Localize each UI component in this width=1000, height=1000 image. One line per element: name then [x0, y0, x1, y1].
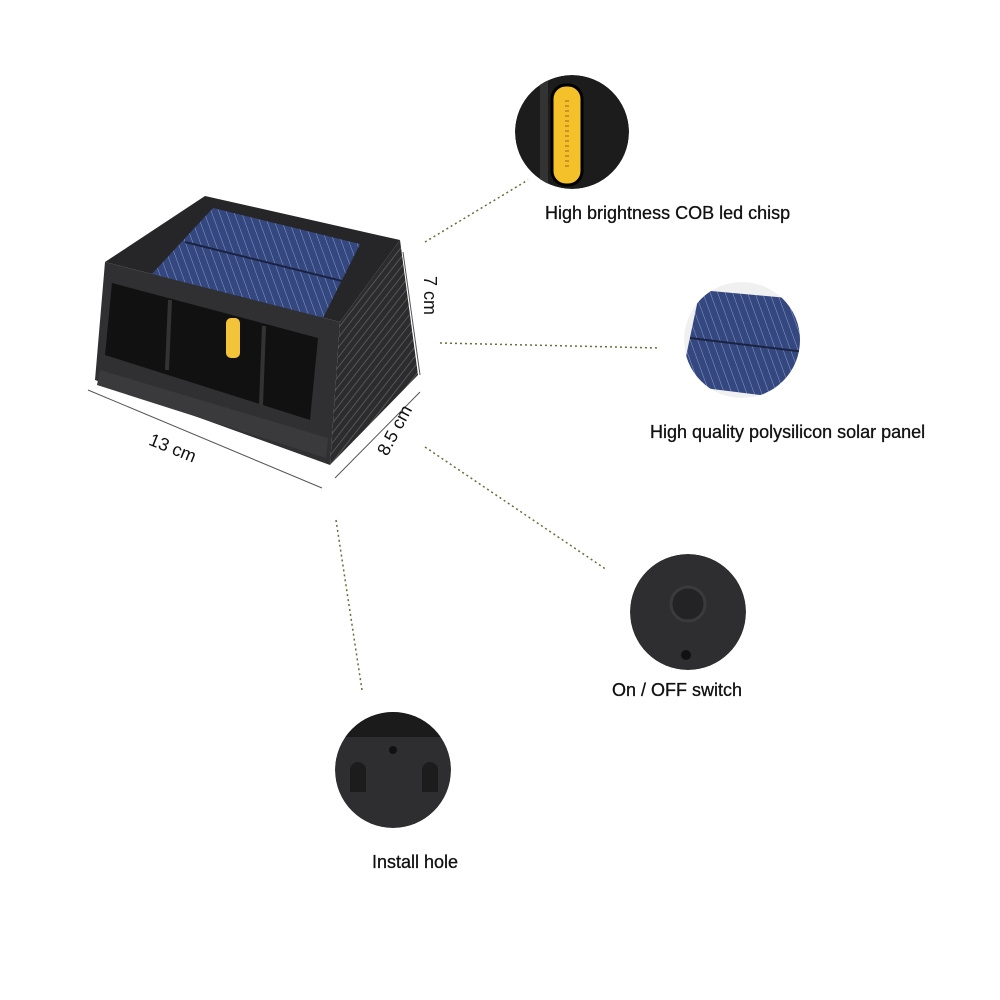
- switch-label: On / OFF switch: [612, 680, 743, 700]
- solar-wall-lamp: [95, 196, 418, 465]
- dimension-lines: [87, 251, 421, 489]
- lamp-side-ribbed: [330, 240, 418, 465]
- switch-icon: [630, 554, 746, 670]
- solar-panel: [150, 208, 360, 318]
- install-hole-icon: [335, 712, 451, 828]
- cob-led-icon: [515, 75, 629, 189]
- solar-panel-label: High quality polysilicon solar panel: [650, 422, 926, 442]
- install-hole-label: Install hole: [372, 852, 459, 872]
- solar-panel-icon: [684, 282, 800, 398]
- lamp-front-opening: [105, 283, 318, 420]
- cob-led-label: High brightness COB led chisp: [545, 203, 791, 223]
- leader-lines: [335, 179, 661, 691]
- height-dimension: 7 cm: [420, 275, 441, 316]
- led-strip-icon: [226, 318, 240, 358]
